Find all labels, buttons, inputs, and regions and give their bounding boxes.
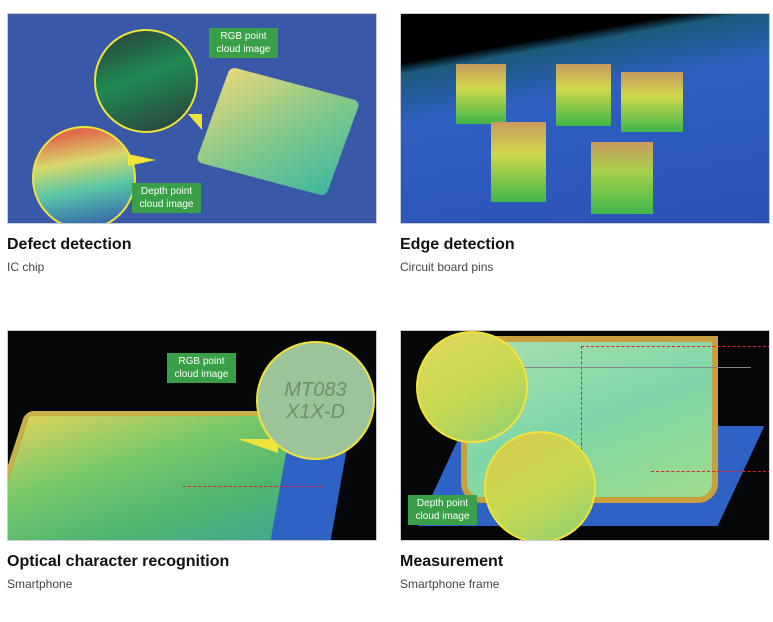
ocr-zoom-circle: MT083 X1X-D bbox=[256, 341, 375, 460]
defect-detection-image: RGB point cloud image Depth point cloud … bbox=[7, 13, 377, 224]
pin-cluster bbox=[456, 64, 506, 124]
card-title: Defect detection bbox=[7, 236, 132, 253]
pin-cluster bbox=[491, 122, 546, 202]
pin-cluster bbox=[591, 142, 653, 214]
card-title: Measurement bbox=[400, 553, 504, 570]
card-subtitle: Smartphone frame bbox=[400, 577, 500, 591]
rgb-zoom-circle bbox=[94, 29, 198, 133]
card-defect-detection: RGB point cloud image Depth point cloud … bbox=[7, 13, 377, 275]
measurement-line bbox=[581, 346, 582, 471]
card-subtitle: Circuit board pins bbox=[400, 260, 494, 274]
rgb-point-cloud-label: RGB point cloud image bbox=[167, 353, 236, 383]
depth-zoom-circle bbox=[32, 126, 136, 223]
edge-detection-image bbox=[400, 13, 770, 224]
rgb-point-cloud-label: RGB point cloud image bbox=[209, 28, 278, 58]
card-subtitle: IC chip bbox=[7, 260, 45, 274]
card-title: Optical character recognition bbox=[7, 553, 230, 570]
zoom-circle-bottom bbox=[484, 431, 596, 540]
ocr-image: MT083 X1X-D RGB point cloud image bbox=[7, 330, 377, 541]
callout-pointer bbox=[238, 439, 278, 453]
card-edge-detection: Edge detection Circuit board pins bbox=[400, 13, 770, 275]
pin-cluster bbox=[621, 72, 683, 132]
card-ocr: MT083 X1X-D RGB point cloud image Optica… bbox=[7, 330, 377, 592]
measurement-line bbox=[651, 471, 769, 472]
card-measurement: Depth point cloud image Measurement Smar… bbox=[400, 330, 770, 592]
depth-point-cloud-label: Depth point cloud image bbox=[408, 495, 477, 525]
depth-point-cloud-label: Depth point cloud image bbox=[132, 183, 201, 213]
ic-chip-shape bbox=[195, 66, 361, 197]
callout-pointer bbox=[128, 154, 156, 166]
card-subtitle: Smartphone bbox=[7, 577, 73, 591]
callout-pointer bbox=[188, 114, 202, 130]
measurement-image: Depth point cloud image bbox=[400, 330, 770, 541]
pin-cluster bbox=[556, 64, 611, 126]
zoom-text: MT083 X1X-D bbox=[284, 378, 347, 423]
reference-line bbox=[521, 367, 751, 368]
zoom-circle-top bbox=[416, 331, 528, 443]
measurement-line bbox=[183, 486, 323, 487]
card-title: Edge detection bbox=[400, 236, 515, 253]
measurement-line bbox=[581, 346, 769, 347]
